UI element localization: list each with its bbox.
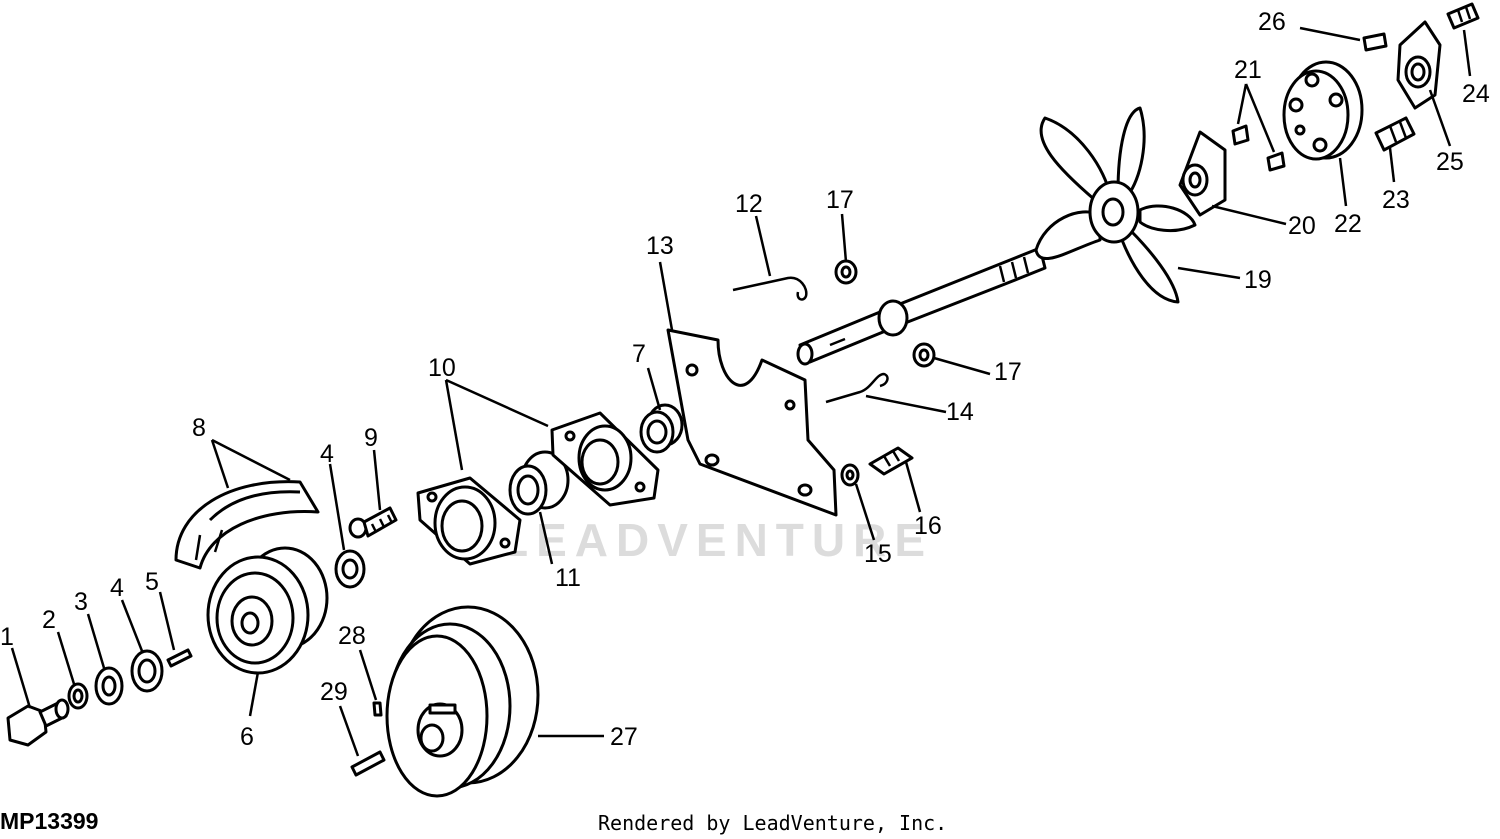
- callout-29: 29: [320, 678, 348, 706]
- callout-8: 8: [192, 414, 206, 442]
- mounting-bracket-part[interactable]: [666, 328, 838, 517]
- spring-clip-part-12[interactable]: [732, 276, 808, 301]
- key-part-29[interactable]: [350, 750, 386, 777]
- callout-15: 15: [864, 540, 892, 568]
- callout-10: 10: [428, 354, 456, 382]
- callout-3: 3: [74, 588, 88, 616]
- callout-24: 24: [1462, 80, 1490, 108]
- lock-washer-part[interactable]: [67, 682, 89, 710]
- callout-1: 1: [0, 623, 14, 651]
- callout-2: 2: [42, 606, 56, 634]
- bearing-part[interactable]: [508, 450, 570, 516]
- bolt-part-9[interactable]: [348, 506, 398, 539]
- fitting-part-24[interactable]: [1446, 2, 1480, 30]
- belt-guide-part[interactable]: [174, 480, 320, 570]
- callout-17-lower: 17: [994, 358, 1022, 386]
- callout-26: 26: [1258, 8, 1286, 36]
- washer-part-4[interactable]: [334, 549, 366, 589]
- diagram-id: MP13399: [0, 808, 98, 834]
- callout-25: 25: [1436, 148, 1464, 176]
- drive-shaft-part[interactable]: [796, 246, 1047, 366]
- drive-pulley-part[interactable]: [385, 605, 540, 798]
- callout-17-upper: 17: [826, 186, 854, 214]
- callout-7: 7: [632, 340, 646, 368]
- callout-labels: 1 2 3 4 5 6 4 7 8 9 10 11 12 13 14 15 16…: [0, 8, 1490, 751]
- callout-28: 28: [338, 622, 366, 650]
- callout-11: 11: [555, 564, 581, 592]
- grease-fitting-part[interactable]: [868, 446, 914, 476]
- key-part[interactable]: [166, 648, 193, 668]
- washer-part-3[interactable]: [94, 666, 124, 706]
- callout-19: 19: [1244, 266, 1272, 294]
- callout-27: 27: [610, 723, 638, 751]
- callout-13: 13: [646, 232, 674, 260]
- washer-part-15[interactable]: [840, 463, 860, 487]
- nut-part-17-upper[interactable]: [834, 259, 858, 285]
- callout-6: 6: [240, 723, 254, 751]
- flange-bearing-front-part[interactable]: [416, 476, 522, 566]
- fan-part[interactable]: [1034, 106, 1197, 304]
- render-credit: Rendered by LeadVenture, Inc.: [598, 811, 947, 835]
- callout-4-upper: 4: [320, 440, 334, 468]
- idler-pulley-part[interactable]: [206, 546, 329, 675]
- flange-bearing-rear-part[interactable]: [550, 411, 660, 507]
- watermark: LEADVENTURE: [500, 514, 933, 566]
- callout-14: 14: [946, 398, 974, 426]
- fan-hub-part[interactable]: [1178, 130, 1227, 217]
- callout-9: 9: [364, 424, 378, 452]
- roll-pin-part[interactable]: [1362, 32, 1388, 52]
- callout-16: 16: [914, 512, 942, 540]
- bushing-part[interactable]: [639, 403, 684, 454]
- callout-4: 4: [110, 574, 124, 602]
- callout-23: 23: [1382, 186, 1410, 214]
- cap-screw-part[interactable]: [6, 698, 70, 747]
- flange-hub-part[interactable]: [1282, 60, 1364, 161]
- callout-22: 22: [1334, 210, 1362, 238]
- callout-20: 20: [1288, 212, 1316, 240]
- dowel-pin-part[interactable]: [1231, 124, 1286, 172]
- setscrew-part[interactable]: [372, 701, 383, 717]
- spacer-washer-part[interactable]: [130, 649, 164, 693]
- callout-21: 21: [1234, 56, 1262, 84]
- callout-5: 5: [145, 568, 159, 596]
- flange-part-25[interactable]: [1396, 20, 1442, 110]
- leader-lines: [10, 26, 1472, 757]
- callout-12: 12: [735, 190, 763, 218]
- fitting-part-23[interactable]: [1374, 116, 1416, 152]
- spring-clip-part-14[interactable]: [825, 372, 889, 404]
- nut-part-17-lower[interactable]: [912, 342, 936, 368]
